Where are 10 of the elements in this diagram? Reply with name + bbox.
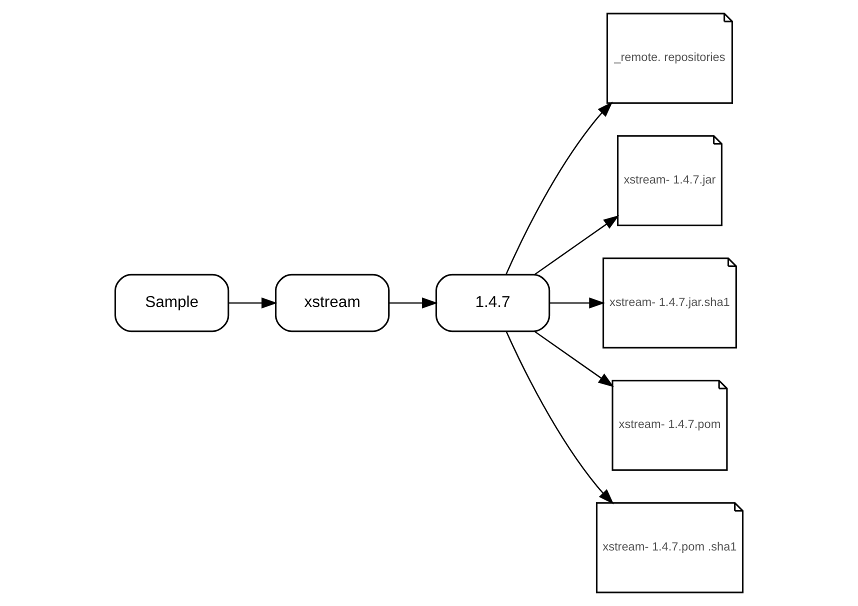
node-box: xstream <box>274 274 390 332</box>
arrow <box>506 331 614 504</box>
arrow <box>534 215 620 276</box>
arrow <box>506 102 613 274</box>
arrow <box>550 297 605 309</box>
arrow <box>228 297 278 309</box>
node-box: 1.4.7 <box>435 274 550 332</box>
arrow <box>534 330 614 388</box>
node-box: Sample <box>114 274 230 332</box>
arrow <box>389 297 438 309</box>
